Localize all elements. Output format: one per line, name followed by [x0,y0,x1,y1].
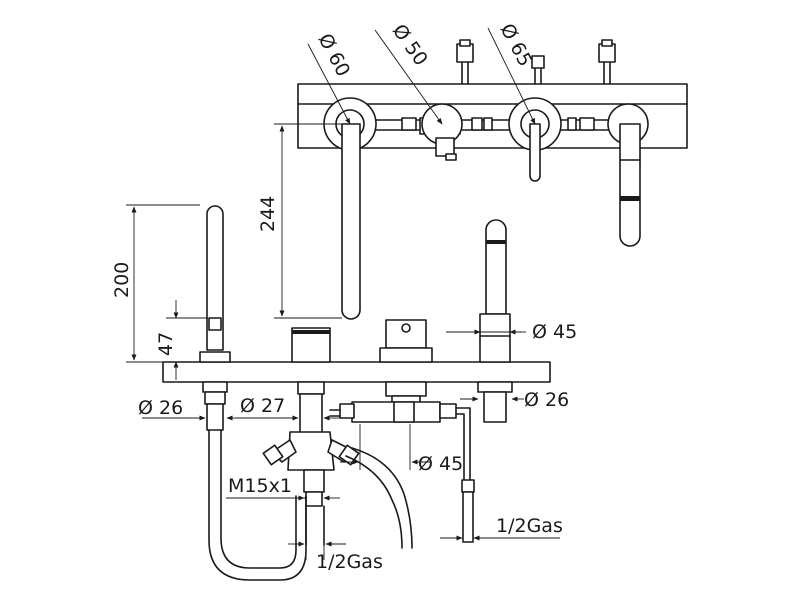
label-dia-26-left: Ø 26 [138,397,183,419]
label-dia-45-top: Ø 45 [532,321,577,343]
front-view: 200 47 Ø 45 Ø 26 Ø 26 Ø 27 Ø 45 M15 [111,204,577,581]
label-height-47: 47 [155,332,177,356]
handshower-top [619,123,641,247]
label-dia-45-bottom: Ø 45 [418,453,463,475]
label-dia-65: Ø 65 [496,20,537,70]
label-dia-60: Ø 60 [314,30,355,80]
top-deck-plate [297,83,688,149]
label-height-200: 200 [111,262,133,298]
deck-worktop [162,361,551,383]
top-spout-arm [341,123,361,320]
front-mixer [339,319,475,543]
front-spout [199,205,307,581]
label-gas-left: 1/2Gas [316,551,383,573]
supply-valve-middle [531,55,545,85]
label-dia-26-right: Ø 26 [524,389,569,411]
front-diverter [262,327,413,549]
front-handshower [477,219,513,423]
label-dia-27: Ø 27 [240,395,285,417]
supply-valve-right [598,39,616,85]
label-gas-right: 1/2Gas [496,515,563,537]
supply-valve-left [456,39,474,85]
top-view: Ø 60 Ø 50 Ø 65 244 [257,20,688,320]
label-thread-m15: M15x1 [228,475,292,497]
label-height-244: 244 [257,196,279,232]
label-dia-50: Ø 50 [388,20,432,70]
